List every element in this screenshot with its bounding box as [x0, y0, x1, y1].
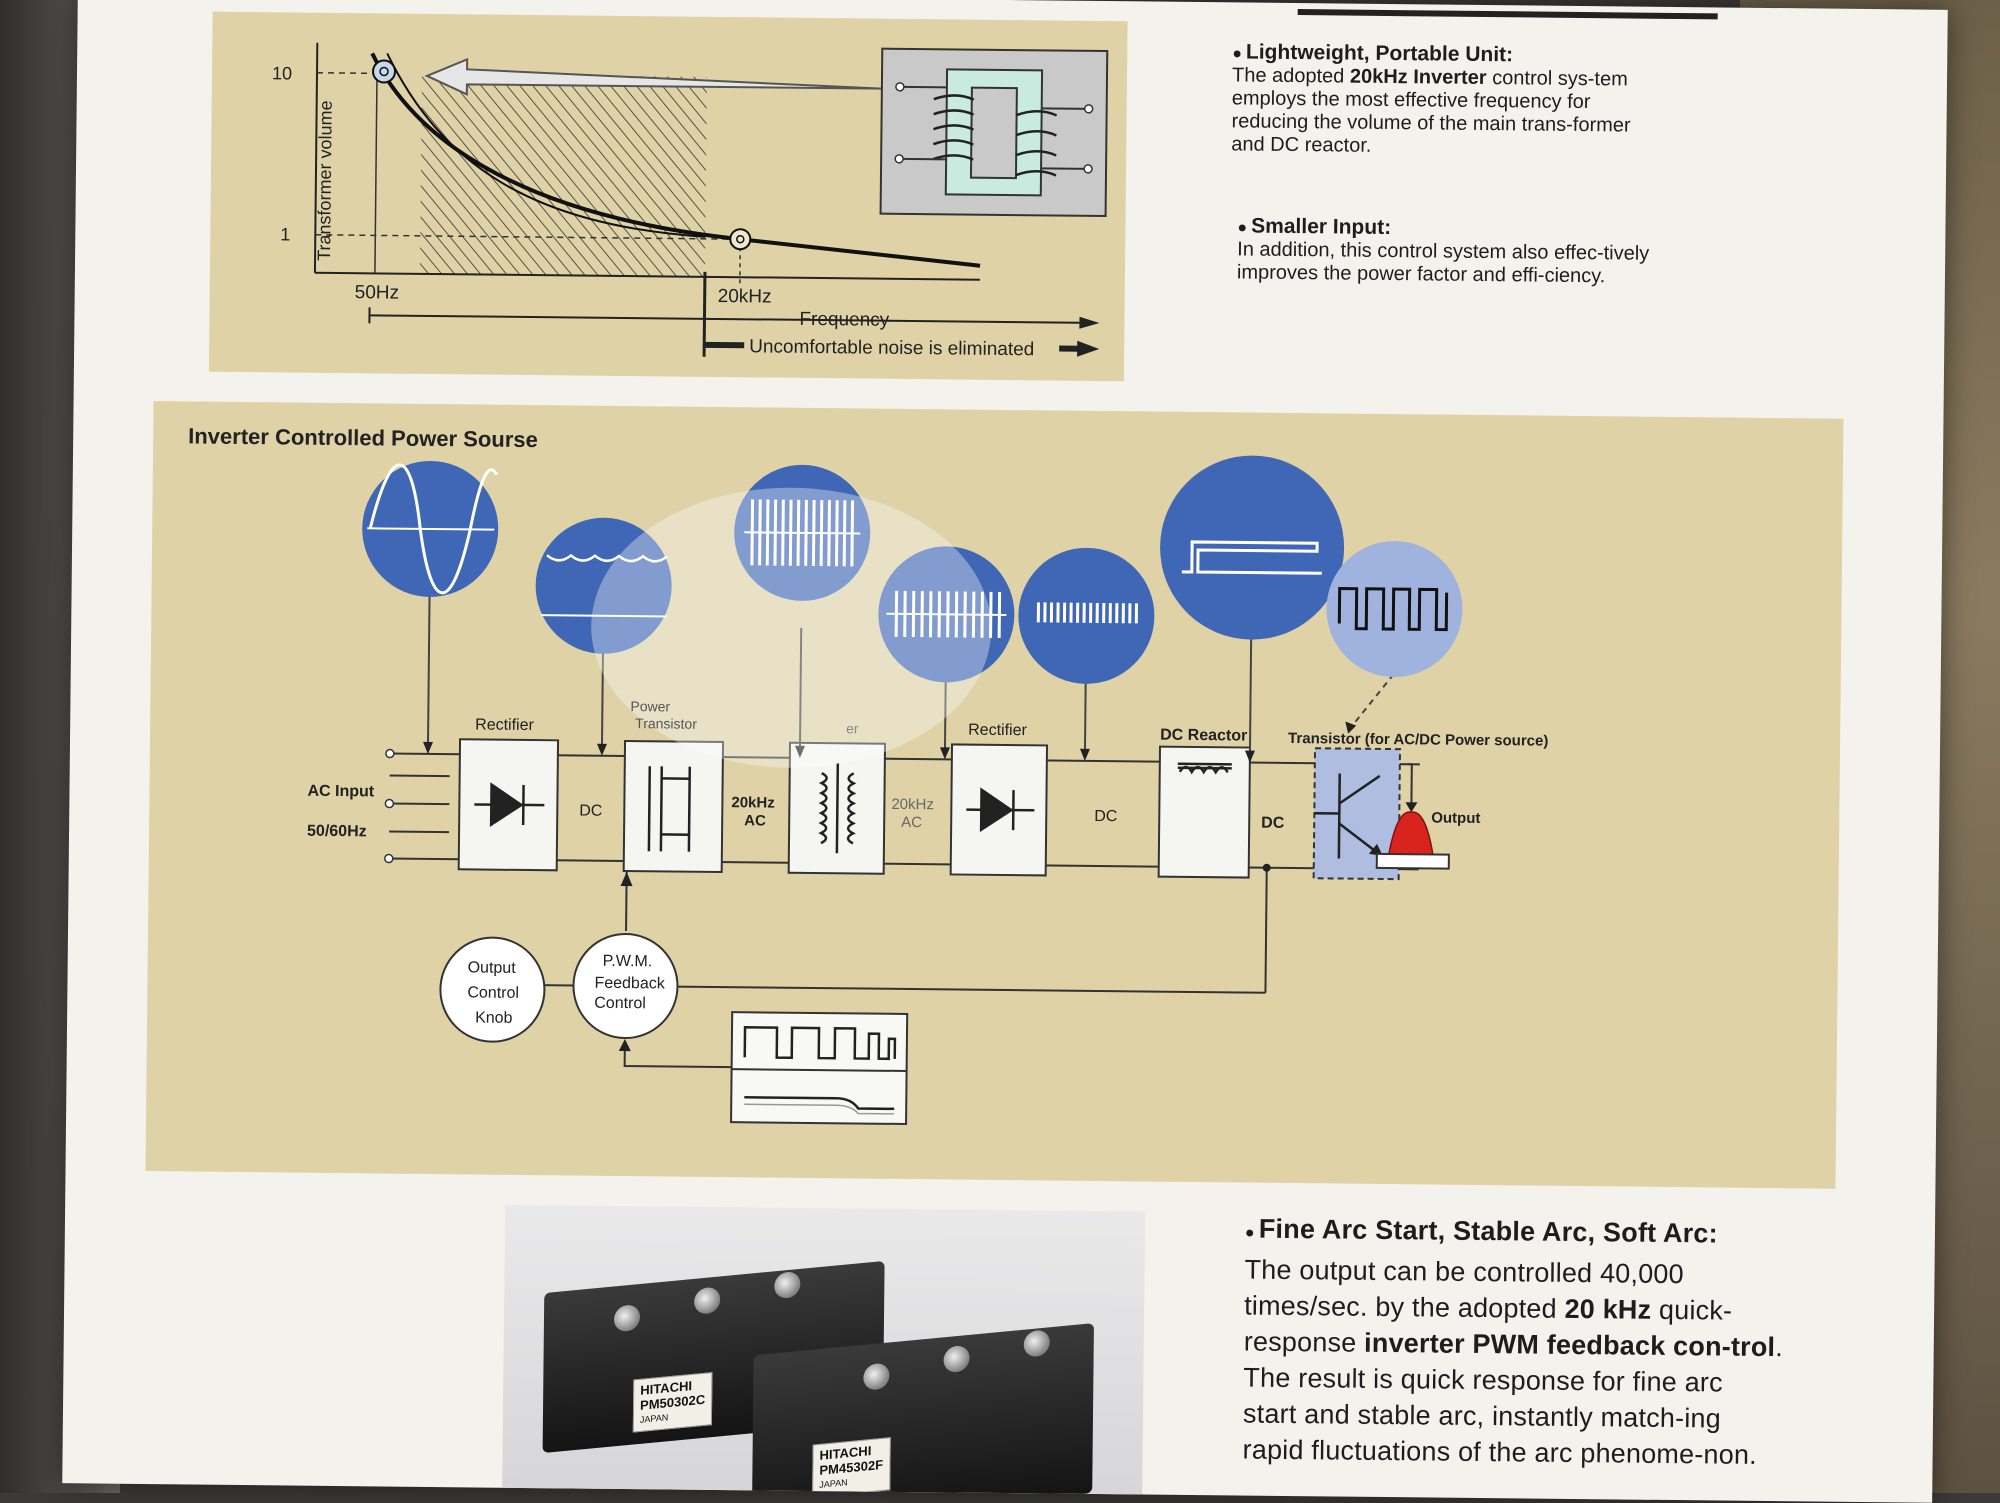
lightweight-text-1: The adopted: [1232, 64, 1350, 87]
noise-label: Uncomfortable noise is eliminated: [749, 336, 1034, 360]
inverter-block-diagram: AC Input 50/60Hz Rectifier DC Power Tran…: [146, 401, 1844, 1189]
power-transistor-label-1: Power: [630, 698, 670, 714]
knob-label-2: Control: [467, 984, 519, 1002]
pwm-label-3: Control: [594, 995, 646, 1013]
igbt-modules-photo: HITACHI PM50302C JAPAN HITACHI PM45302F …: [502, 1205, 1145, 1495]
x-tick-20khz: 20kHz: [718, 286, 772, 308]
pwm-label-2: Feedback: [594, 975, 665, 993]
lightweight-section: Lightweight, Portable Unit: The adopted …: [1231, 40, 1662, 160]
dc-label-2: DC: [1094, 808, 1117, 825]
workpiece: [1377, 854, 1449, 869]
brochure-page: Transformer volume 10 1 50Hz 20kHz Frequ…: [62, 0, 1948, 1503]
lightweight-body: The adopted 20kHz Inverter control sys-t…: [1231, 64, 1662, 160]
ac20-label-2a: 20kHz: [891, 796, 934, 813]
fine-arc-heading: Fine Arc Start, Stable Arc, Soft Arc:: [1245, 1211, 1785, 1258]
dc-label-3: DC: [1261, 815, 1285, 832]
y-tick-1: 1: [280, 224, 290, 244]
pwm-label-1: P.W.M.: [603, 953, 653, 971]
power-transistor-block: [624, 741, 723, 872]
knob-label-3: Knob: [475, 1009, 513, 1026]
y-axis-label: Transformer volume: [314, 100, 336, 261]
module-2-label: HITACHI PM45302F JAPAN: [812, 1437, 890, 1494]
fine-arc-section: Fine Arc Start, Stable Arc, Soft Arc: Th…: [1242, 1211, 1785, 1474]
x-tick-50hz: 50Hz: [355, 282, 400, 303]
transistor-label: Transistor (for AC/DC Power source): [1288, 730, 1548, 750]
smaller-input-body: In addition, this control system also ef…: [1237, 238, 1677, 289]
dc-reactor-block: [1159, 747, 1250, 878]
ac20-label-2b: AC: [901, 814, 922, 831]
top-rule: [1298, 9, 1718, 19]
transformer-volume-graph: Transformer volume 10 1 50Hz 20kHz Frequ…: [209, 12, 1128, 382]
hatched-region: [420, 74, 707, 277]
transformer-fragment-label: er: [846, 720, 859, 736]
output-label: Output: [1431, 809, 1480, 827]
knob-label-1: Output: [468, 959, 517, 977]
rectifier-label-2: Rectifier: [968, 722, 1028, 740]
fine-arc-bold-2: inverter PWM feedback con-trol: [1364, 1328, 1775, 1362]
lightweight-bold: 20kHz Inverter: [1350, 66, 1487, 89]
frequency-label: Frequency: [799, 309, 889, 331]
ac-freq-label: 50/60Hz: [307, 823, 367, 841]
smaller-input-section: Smaller Input: In addition, this control…: [1237, 214, 1678, 289]
fine-arc-bold-1: 20 kHz: [1564, 1294, 1651, 1325]
ac-input-label: AC Input: [307, 783, 374, 801]
ac20-label-1a: 20kHz: [731, 794, 775, 811]
fine-arc-body: The output can be controlled 40,000 time…: [1242, 1252, 1784, 1474]
rectifier-label-1: Rectifier: [475, 716, 535, 734]
ac20-label-1b: AC: [744, 812, 766, 829]
module-1-label: HITACHI PM50302C JAPAN: [633, 1372, 713, 1432]
dc-reactor-label: DC Reactor: [1160, 727, 1247, 745]
power-transistor-label-2: Transistor: [635, 715, 697, 732]
marker-20khz: [730, 229, 750, 249]
marker-50hz: [373, 60, 395, 82]
y-tick-10: 10: [272, 63, 292, 83]
dc-label-1: DC: [579, 803, 602, 820]
